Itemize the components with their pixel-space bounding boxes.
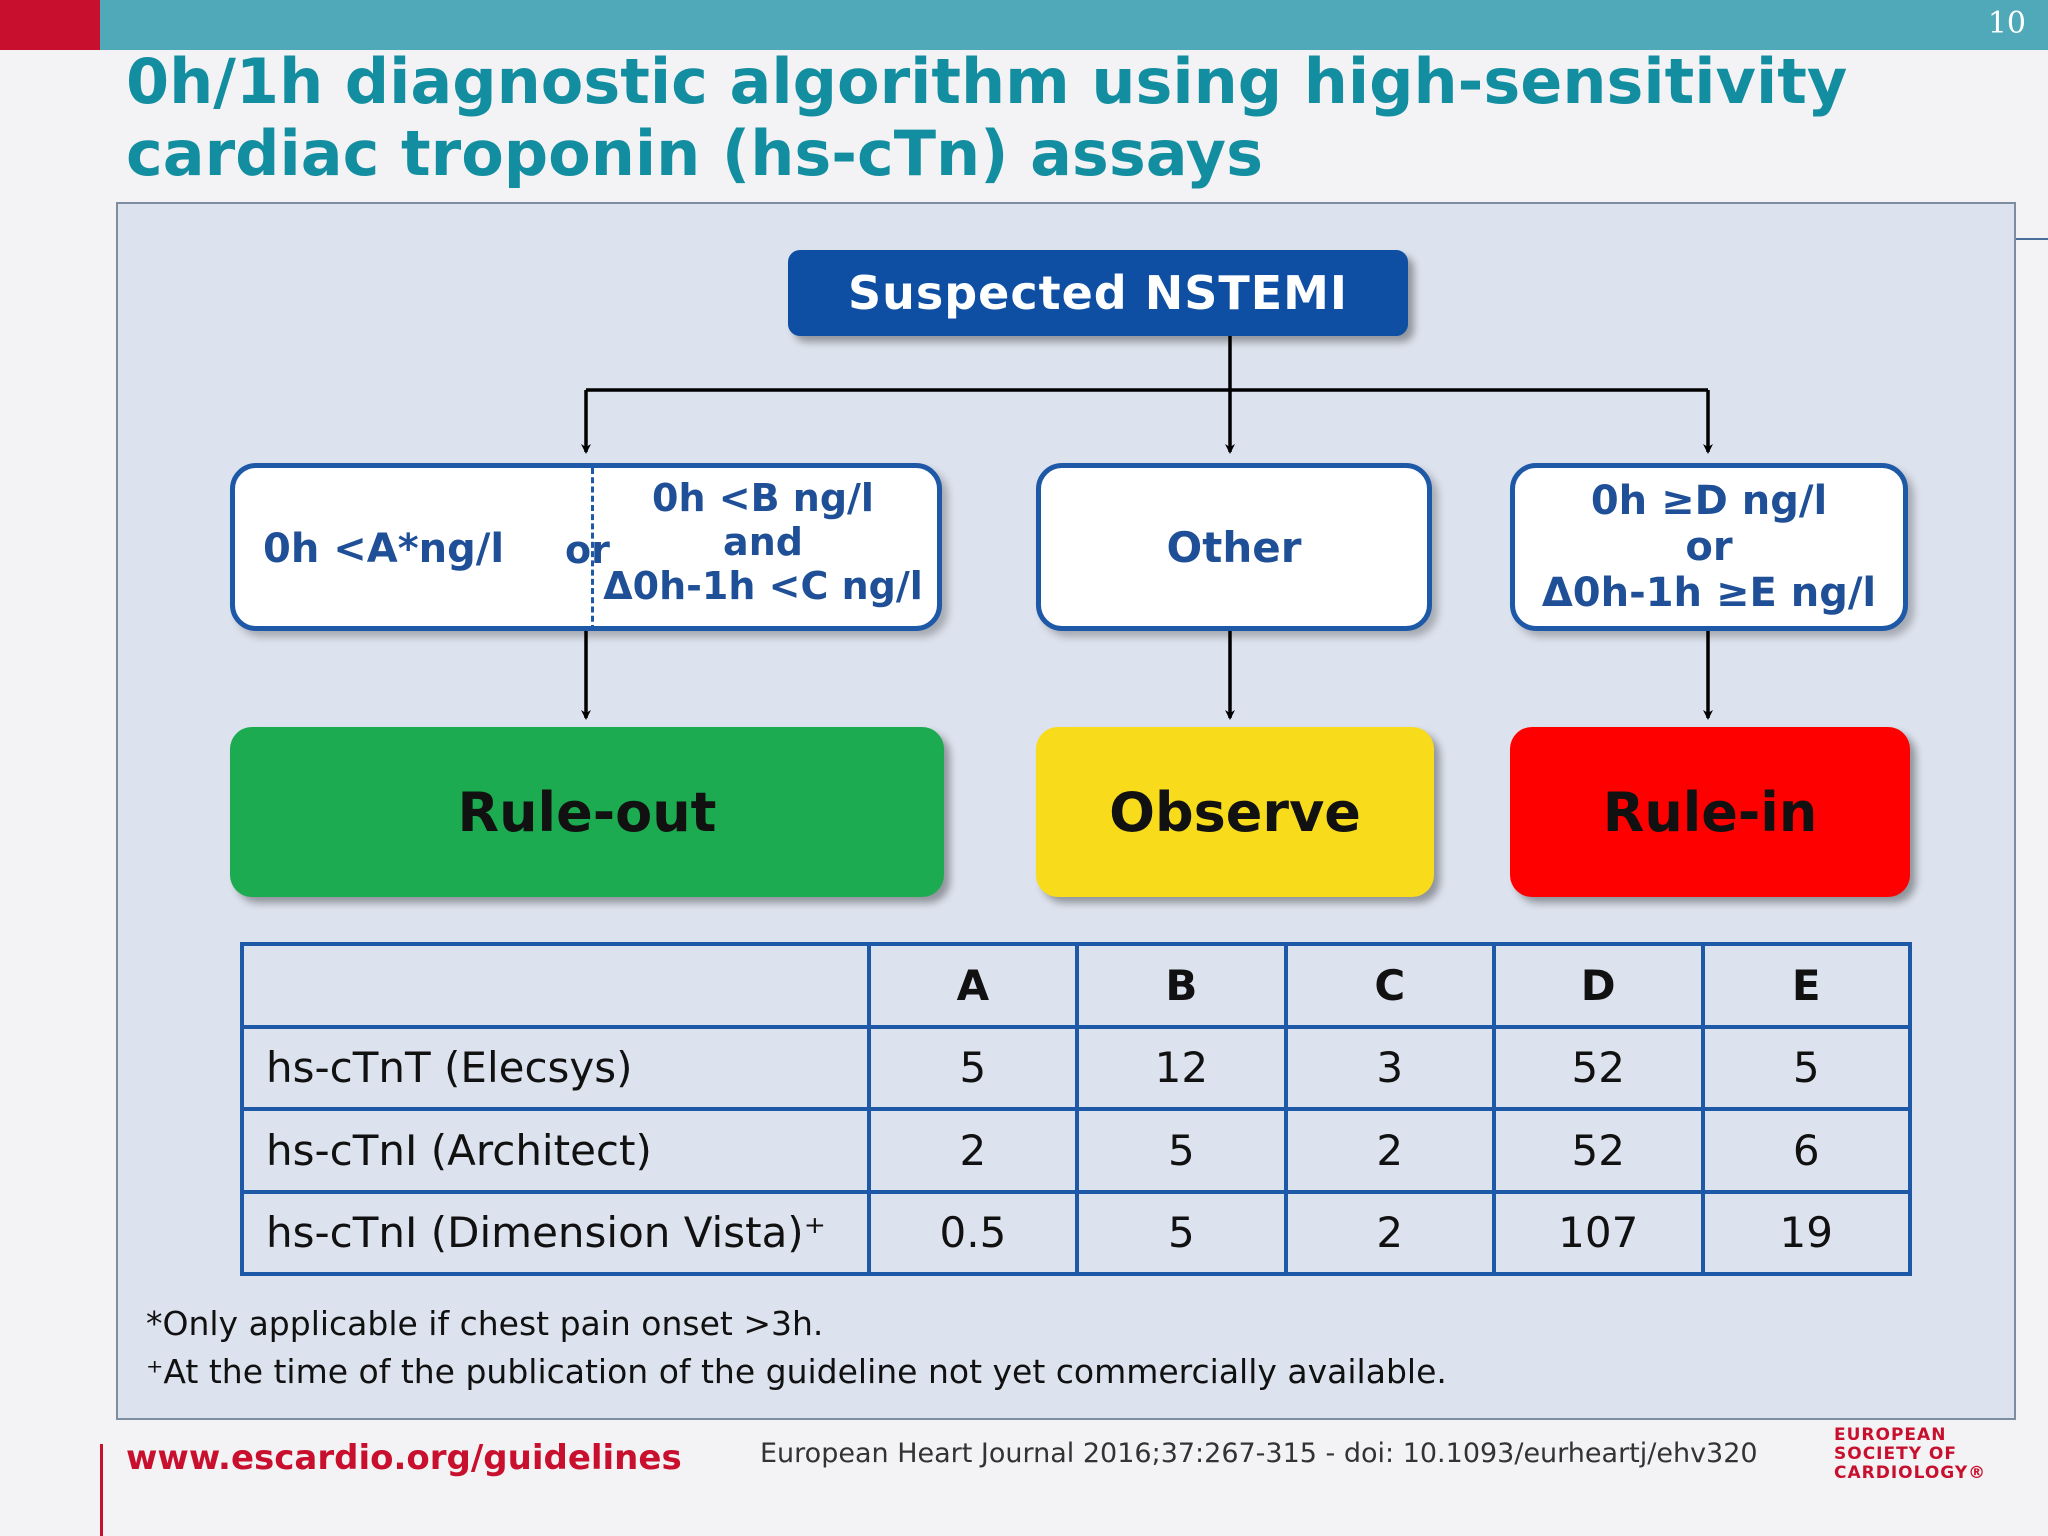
table-header-row: A B C D E [240, 942, 1913, 1029]
table-cell: 2 [866, 1107, 1080, 1194]
condition-b-line-3: Δ0h-1h <C ng/l [603, 564, 923, 608]
table-header-cell: A [866, 942, 1080, 1029]
condition-b-group: 0h <B ng/l and Δ0h-1h <C ng/l [595, 476, 931, 608]
top-bar [0, 0, 2048, 50]
panel-edge-line [2016, 238, 2048, 240]
outcome-rule-out: Rule-out [230, 727, 944, 897]
table-row: hs-cTnT (Elecsys) 5 12 3 52 5 [240, 1024, 1913, 1111]
condition-a-text: 0h <A*ng/l [263, 526, 505, 572]
condition-b-line-2: and [723, 520, 803, 564]
condition-b-line-1: 0h <B ng/l [652, 476, 874, 520]
table-header-cell: C [1283, 942, 1496, 1029]
table-row-label: hs-cTnI (Dimension Vista)⁺ [240, 1189, 871, 1276]
footer-citation: European Heart Journal 2016;37:267-315 -… [760, 1438, 1758, 1469]
table-header-cell: D [1491, 942, 1705, 1029]
footer-url-link[interactable]: www.escardio.org/guidelines [126, 1438, 682, 1478]
table-cell: 5 [866, 1024, 1080, 1111]
table-cell: 2 [1283, 1189, 1496, 1276]
condition-box-rule-in: 0h ≥D ng/l or Δ0h-1h ≥E ng/l [1510, 463, 1908, 631]
condition-d-line-3: Δ0h-1h ≥E ng/l [1541, 570, 1877, 616]
table-row: hs-cTnI (Dimension Vista)⁺ 0.5 5 2 107 1… [240, 1189, 1913, 1276]
table-cell: 12 [1075, 1024, 1288, 1111]
table-row-label: hs-cTnI (Architect) [240, 1107, 871, 1194]
top-bar-red-accent [0, 0, 100, 50]
condition-d-line-1: 0h ≥D ng/l [1590, 478, 1828, 524]
table-row: hs-cTnI (Architect) 2 5 2 52 6 [240, 1107, 1913, 1194]
table-cell: 6 [1700, 1107, 1913, 1194]
esc-logo: EUROPEAN SOCIETY OF CARDIOLOGY® [1834, 1426, 1986, 1483]
condition-or-text: or [565, 528, 610, 572]
logo-line-2: SOCIETY OF [1834, 1444, 1957, 1464]
table-cell: 0.5 [866, 1189, 1080, 1276]
table-cell: 5 [1700, 1024, 1913, 1111]
table-cell: 52 [1491, 1107, 1705, 1194]
table-cell: 107 [1491, 1189, 1705, 1276]
footnote-availability: ⁺At the time of the publication of the g… [146, 1352, 1447, 1391]
footer-red-line [100, 1444, 103, 1536]
table-header-cell: E [1700, 942, 1913, 1029]
cutoff-table: A B C D E hs-cTnT (Elecsys) 5 12 3 52 5 … [240, 942, 1913, 1276]
table-cell: 3 [1283, 1024, 1496, 1111]
table-cell: 5 [1075, 1107, 1288, 1194]
table-cell: 19 [1700, 1189, 1913, 1276]
condition-box-other: Other [1036, 463, 1432, 631]
slide-number: 10 [1987, 6, 2026, 41]
logo-line-3: CARDIOLOGY® [1834, 1463, 1987, 1483]
condition-box-rule-out: 0h <A*ng/l or 0h <B ng/l and Δ0h-1h <C n… [230, 463, 942, 631]
table-header-cell [240, 942, 871, 1029]
outcome-observe: Observe [1036, 727, 1434, 897]
outcome-rule-in: Rule-in [1510, 727, 1910, 897]
title-line-1: 0h/1h diagnostic algorithm using high-se… [126, 45, 1848, 118]
table-cell: 2 [1283, 1107, 1496, 1194]
table-cell: 5 [1075, 1189, 1288, 1276]
footnote-onset: *Only applicable if chest pain onset >3h… [146, 1304, 824, 1343]
start-box-suspected-nstemi: Suspected NSTEMI [788, 250, 1408, 336]
table-cell: 52 [1491, 1024, 1705, 1111]
dashed-divider [591, 468, 594, 631]
condition-other-text: Other [1166, 522, 1302, 572]
condition-d-line-2: or [1685, 524, 1733, 570]
logo-line-1: EUROPEAN [1834, 1425, 1947, 1445]
title-line-2: cardiac troponin (hs-cTn) assays [126, 117, 1263, 190]
slide-title: 0h/1h diagnostic algorithm using high-se… [126, 46, 1946, 190]
table-header-cell: B [1075, 942, 1288, 1029]
table-row-label: hs-cTnT (Elecsys) [240, 1024, 871, 1111]
